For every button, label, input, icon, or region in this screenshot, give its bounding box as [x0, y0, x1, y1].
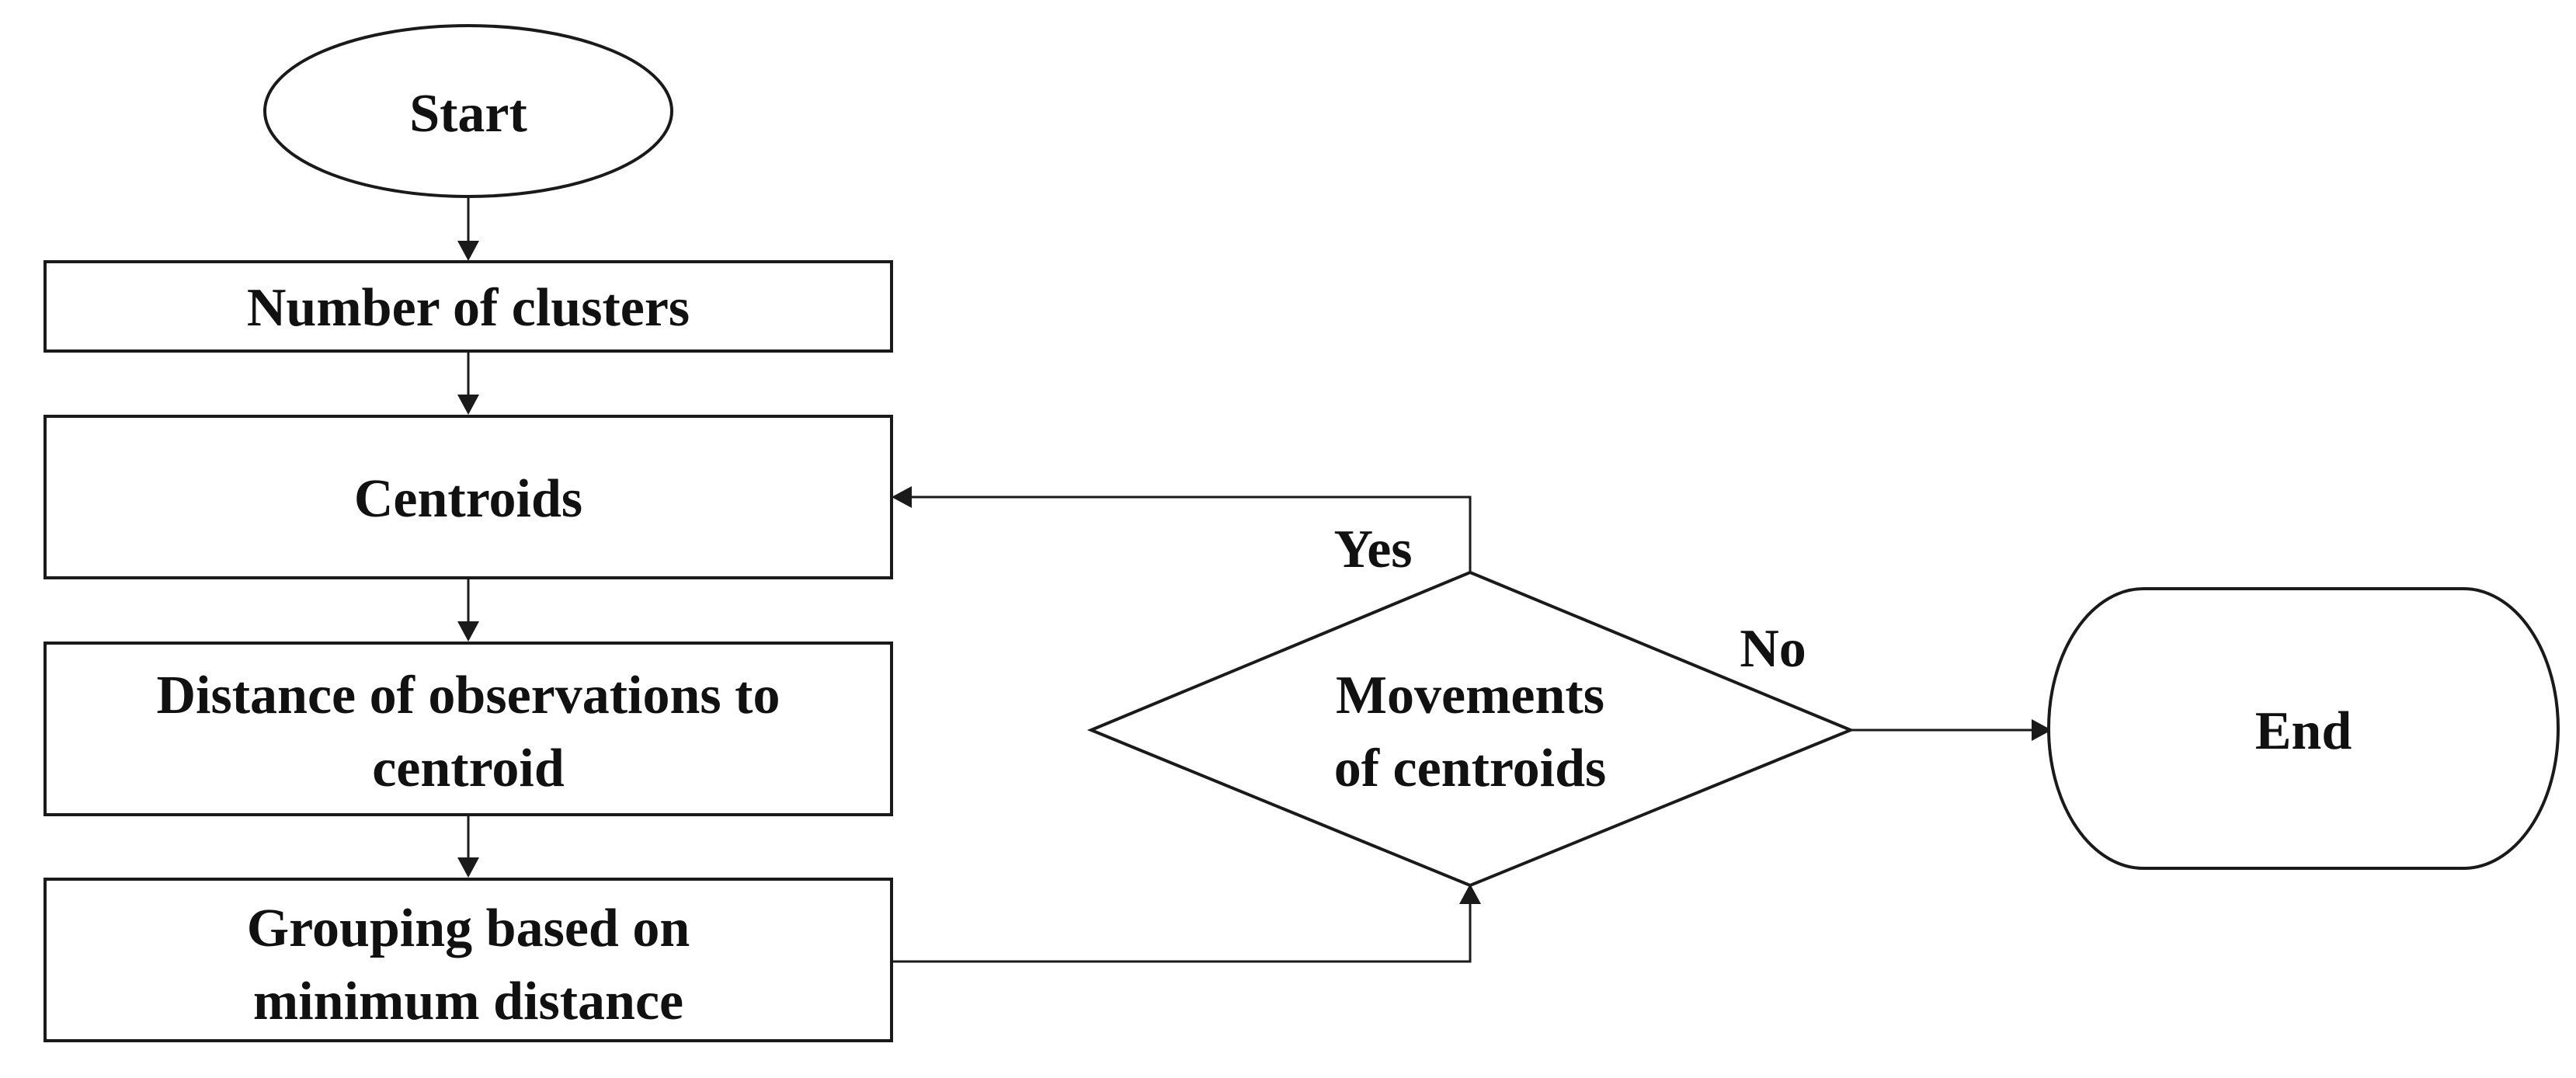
- distance-label-line-2: centroid: [372, 739, 565, 798]
- centroids-node: Centroids: [43, 415, 893, 579]
- end-label: End: [2255, 701, 2352, 761]
- distance-label-line-1: Distance of observations to: [157, 666, 780, 725]
- connector-grouping-to-decision: [892, 884, 1481, 963]
- grouping-node: Grouping based on minimum distance: [43, 878, 893, 1042]
- decision-label-line-1: Movements: [1336, 666, 1604, 725]
- grouping-label-line-2: minimum distance: [253, 972, 683, 1031]
- connector-clusters-to-centroids: [457, 351, 479, 415]
- start-node: Start: [263, 24, 673, 198]
- connector-decision-no-to-end: [1851, 719, 2052, 741]
- no-edge-label: No: [1740, 619, 1806, 679]
- yes-edge-label: Yes: [1333, 520, 1412, 579]
- connector-start-to-clusters: [457, 196, 479, 261]
- connector-centroids-to-distance: [457, 578, 479, 642]
- decision-node: Movements of centroids: [1086, 570, 1855, 888]
- decision-label-line-2: of centroids: [1334, 739, 1607, 798]
- number-of-clusters-node: Number of clusters: [43, 260, 893, 353]
- grouping-label-line-1: Grouping based on: [247, 899, 690, 958]
- start-label: Start: [409, 84, 527, 144]
- distance-node: Distance of observations to centroid: [43, 642, 893, 816]
- end-node: End: [2047, 587, 2560, 870]
- number-of-clusters-label: Number of clusters: [247, 278, 690, 338]
- connector-decision-yes-to-centroids: [892, 486, 1472, 572]
- connector-distance-to-grouping: [457, 815, 479, 878]
- centroids-label: Centroids: [354, 469, 582, 529]
